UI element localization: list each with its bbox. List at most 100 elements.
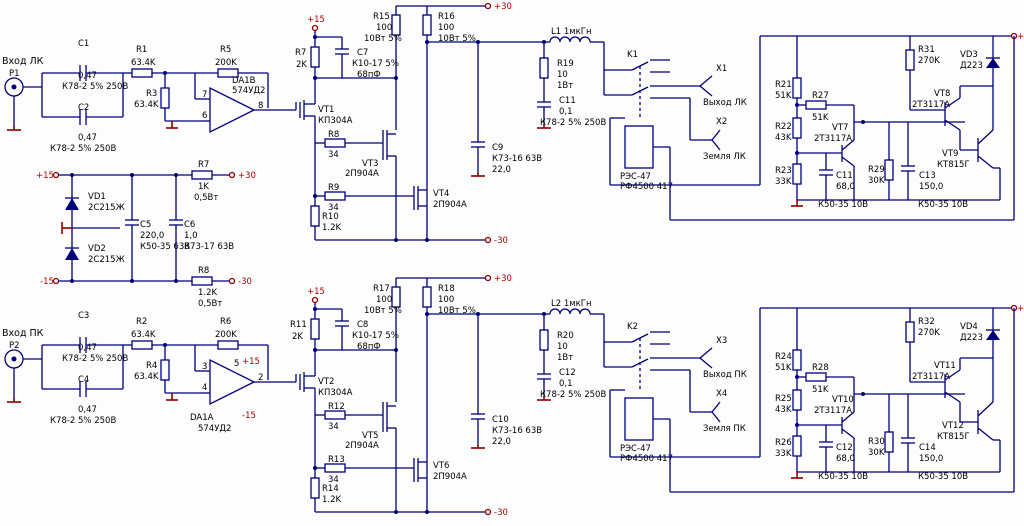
- x1-name: X1: [716, 64, 727, 74]
- r8-value: 34: [328, 150, 339, 160]
- input-label: Вход ПК: [2, 328, 44, 339]
- r7-value: 2K: [296, 60, 307, 70]
- cel-name: C11: [836, 171, 853, 181]
- r14-value: 1.2K: [322, 495, 342, 505]
- c4-value: 0,47: [78, 405, 97, 415]
- r19-value: 10: [557, 70, 568, 80]
- supply-plus30: +30: [238, 171, 256, 181]
- r18-name: R18: [438, 284, 455, 294]
- r8-supply-rating: 0,5Вт: [198, 299, 222, 309]
- c4-name: C4: [78, 375, 89, 385]
- vd-name: VD3: [960, 50, 978, 60]
- plus30-right: +30: [1017, 304, 1024, 314]
- c10-type: К73-16 63В: [492, 426, 542, 436]
- vd-type: Д223: [960, 333, 983, 343]
- supply-plus15: +15: [36, 171, 54, 181]
- r4-name: R4: [146, 361, 157, 371]
- x3-name: X3: [716, 336, 727, 346]
- c8-value: 68пФ: [357, 342, 381, 352]
- r29-name: R29: [868, 165, 885, 175]
- r2-name: R2: [136, 317, 147, 327]
- r32-value: 270K: [918, 328, 940, 338]
- c5-type: К50-35 63В: [140, 242, 190, 252]
- r28-value: 51K: [812, 385, 829, 395]
- c13-name: C13: [919, 171, 936, 181]
- pin-out: 8: [258, 101, 263, 111]
- r1-name: R1: [136, 45, 147, 55]
- supply-minus15: -15: [40, 277, 54, 287]
- c6-value: 1,0: [184, 231, 198, 241]
- vt8-type: 2Т3117А: [912, 100, 950, 110]
- r8-name: R8: [328, 130, 339, 140]
- connector-label: P1: [9, 69, 20, 79]
- opamp-name: DA1B: [232, 76, 256, 86]
- r21-value: 51K: [775, 91, 792, 101]
- vt12-type: КТ815Г: [937, 432, 970, 442]
- cel-value: 68,0: [836, 454, 855, 464]
- vt7-type: 2Т3117А: [814, 134, 852, 144]
- r5-name: R5: [220, 45, 231, 55]
- opamp-type: 574УД2: [198, 424, 231, 434]
- r1-value: 63.4K: [131, 58, 156, 68]
- supply-minus30: -30: [238, 277, 252, 287]
- vt11-name: VT11: [934, 361, 956, 371]
- r15-value: 100: [376, 23, 392, 33]
- cel-type: К50-35 10В: [818, 472, 868, 482]
- connector-label: P2: [9, 341, 20, 351]
- minus30-label: -30: [494, 508, 508, 518]
- minus30-label: -30: [494, 236, 508, 246]
- r7-name: R7: [295, 48, 306, 58]
- vt2-name: VT2: [318, 377, 334, 387]
- c7-name: C7: [357, 48, 368, 58]
- c2-value: 0,47: [78, 133, 97, 143]
- vt2-type: КП304А: [318, 388, 353, 398]
- r3-value: 63.4K: [134, 100, 159, 110]
- vd2-name: VD2: [88, 244, 106, 254]
- relay-type: РЭС-47: [620, 172, 651, 182]
- r16-value: 100: [438, 23, 454, 33]
- r4-value: 63.4K: [134, 372, 159, 382]
- c12-type: К78-2 5% 250В: [540, 390, 606, 400]
- r23-value: 33K: [775, 177, 792, 187]
- r30-value: 30K: [868, 448, 885, 458]
- labels-supply: +15 -15 +30 -30 VD1 2С215Ж VD2 2С215Ж C5…: [36, 160, 256, 309]
- c5-name: C5: [140, 220, 151, 230]
- c11-type: К78-2 5% 250В: [540, 118, 606, 128]
- vt8-name: VT8: [934, 89, 950, 99]
- r10-value: 1.2K: [322, 223, 342, 233]
- vt10-name: VT10: [832, 395, 854, 405]
- r18-value: 100: [438, 295, 454, 305]
- r13-name: R13: [328, 455, 345, 465]
- r13-value: 34: [328, 475, 339, 485]
- relay-type: РЭС-47: [620, 444, 651, 454]
- c13-value: 150,0: [919, 182, 943, 192]
- c2-name: C2: [78, 103, 89, 113]
- r30-name: R30: [868, 437, 885, 447]
- x1-label: Выход ЛК: [703, 98, 747, 108]
- vt6-type: 2П904А: [433, 472, 467, 482]
- l1-label: L1 1мкГн: [551, 27, 592, 37]
- r5-value: 200K: [215, 58, 237, 68]
- vt4-name: VT4: [433, 189, 449, 199]
- c10-value: 22,0: [492, 437, 511, 447]
- c14-type: К50-35 10В: [918, 472, 968, 482]
- c9-value: 22,0: [492, 165, 511, 175]
- c3-name: C3: [78, 311, 89, 321]
- r8-supply-name: R8: [198, 266, 209, 276]
- opamp-type: 574УД2: [232, 86, 265, 96]
- c1-type: К78-2 5% 250В: [62, 82, 128, 92]
- r17-name: R17: [373, 284, 390, 294]
- vd2-type: 2С215Ж: [88, 255, 125, 265]
- c10-name: C10: [492, 415, 509, 425]
- pin-supply: 5: [234, 359, 239, 369]
- r27-name: R27: [812, 91, 829, 101]
- r9-value: 34: [328, 203, 339, 213]
- r11-name: R11: [290, 320, 307, 330]
- pin-in-plus: 7: [202, 90, 207, 100]
- vt5-type: 2П904А: [345, 441, 379, 451]
- c7-value: 68пФ: [357, 70, 381, 80]
- opamp-plus15: +15: [242, 357, 260, 367]
- input-label: Вход ЛК: [2, 56, 44, 67]
- relay-code: РФ4500 417: [620, 454, 673, 464]
- x4-name: X4: [716, 389, 727, 399]
